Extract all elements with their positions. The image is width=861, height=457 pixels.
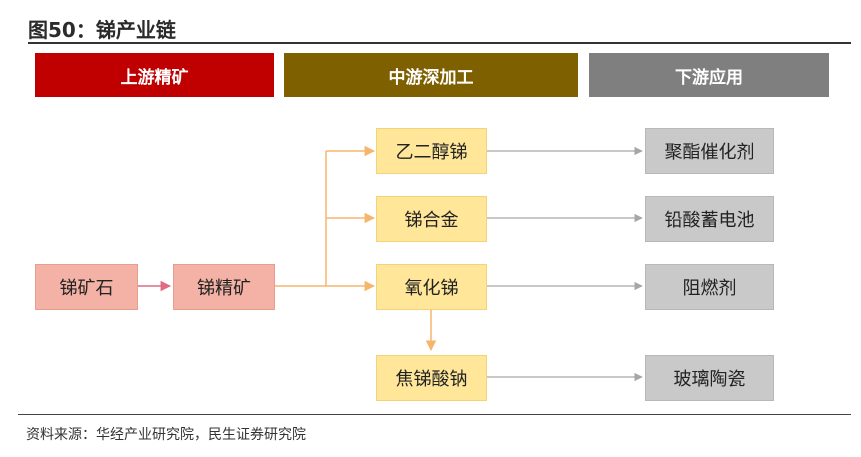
node-antimony-concentrate: 锑精矿 — [173, 264, 275, 310]
title-divider — [28, 42, 851, 44]
node-antimony-oxide: 氧化锑 — [376, 264, 487, 310]
node-antimony-alloy: 锑合金 — [376, 196, 487, 242]
node-flame-retardant: 阻燃剂 — [645, 264, 774, 310]
node-glass-ceramics: 玻璃陶瓷 — [645, 355, 774, 401]
node-antimony-ore: 锑矿石 — [35, 264, 138, 310]
footer-divider — [18, 414, 851, 415]
stage-downstream: 下游应用 — [589, 53, 829, 97]
node-sodium-pyroantimonate: 焦锑酸钠 — [376, 355, 487, 401]
node-antimony-glycol: 乙二醇锑 — [376, 128, 487, 174]
stage-midstream: 中游深加工 — [284, 53, 578, 97]
stage-upstream: 上游精矿 — [35, 53, 274, 97]
source-note: 资料来源：华经产业研究院，民生证券研究院 — [26, 427, 306, 443]
figure-title: 图50：锑产业链 — [28, 18, 176, 42]
node-lead-acid-battery: 铅酸蓄电池 — [645, 196, 774, 242]
node-polyester-catalyst: 聚酯催化剂 — [645, 128, 774, 174]
